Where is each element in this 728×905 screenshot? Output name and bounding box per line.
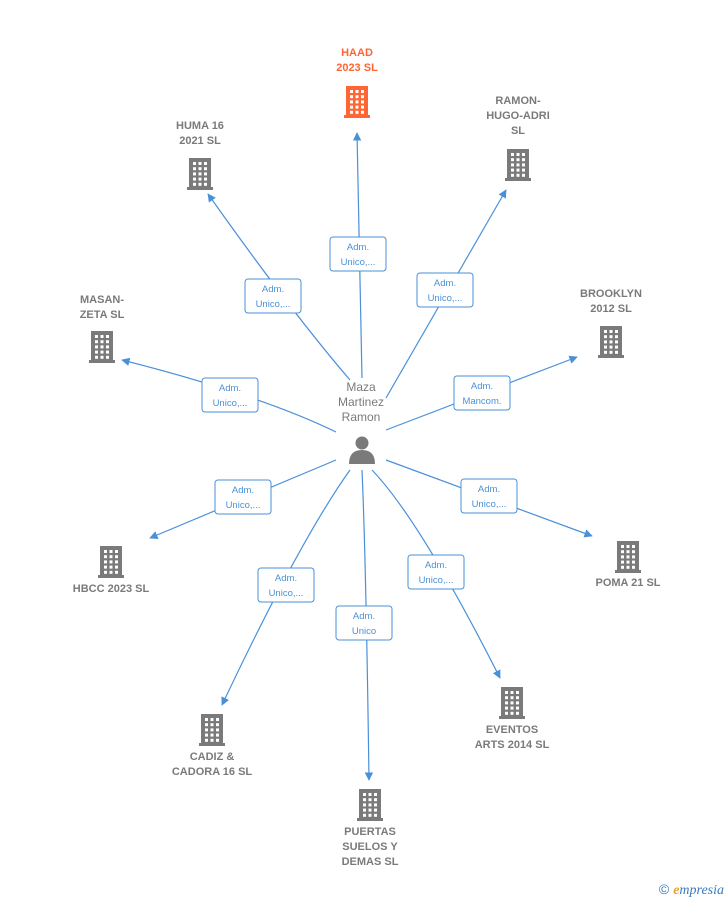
edge-ramon-hugo-adri: Adm. Unico,... [385,189,507,399]
edge-label-text: Adm. [262,284,284,295]
company-node-puertas[interactable]: PUERTAS SUELOS Y DEMAS SL [342,789,399,868]
edge-label-text: Unico,... [341,257,376,268]
company-name[interactable]: HUGO-ADRI [486,110,550,122]
company-name[interactable]: CADORA 16 SL [172,766,253,778]
edge-label-text: Adm. [434,278,456,289]
company-name[interactable]: 2012 SL [590,303,632,315]
building-icon[interactable] [199,714,225,746]
company-name[interactable]: SL [511,125,525,137]
company-name[interactable]: BROOKLYN [580,288,642,300]
company-name[interactable]: RAMON- [495,95,541,107]
edge-label-text: Unico,... [226,500,261,511]
company-name[interactable]: DEMAS SL [342,856,399,868]
edge-label-text: Unico,... [269,588,304,599]
building-icon[interactable] [615,541,641,573]
company-node-cadiz[interactable]: CADIZ & CADORA 16 SL [172,714,253,778]
edge-line [371,469,501,679]
company-name[interactable]: CADIZ & [190,751,235,763]
company-name[interactable]: 2023 SL [336,62,378,74]
company-name[interactable]: EVENTOS [486,724,538,736]
edge-haad: Adm. Unico,... [329,132,387,379]
company-node-brooklyn[interactable]: BROOKLYN 2012 SL [580,288,642,358]
edge-puertas: Adm. Unico [335,469,393,781]
company-name[interactable]: 2021 SL [179,135,221,147]
company-name[interactable]: HAAD [341,47,373,59]
company-name[interactable]: POMA 21 SL [596,577,661,589]
edge-label-text: Adm. [425,560,447,571]
edge-line [361,469,374,781]
company-node-ramon-hugo-adri[interactable]: RAMON- HUGO-ADRI SL [486,95,550,181]
building-icon[interactable] [499,687,525,719]
company-node-hbcc[interactable]: HBCC 2023 SL [73,546,150,595]
copyright-brand: ©empresia [659,881,724,899]
edge-label-text: Adm. [353,611,375,622]
edge-label-text: Adm. [219,383,241,394]
brand-initial: e [673,883,680,898]
company-node-haad[interactable]: HAAD 2023 SL [336,47,378,118]
edge-label-text: Adm. [232,485,254,496]
edge-label-text: Adm. [478,484,500,495]
company-node-huma[interactable]: HUMA 16 2021 SL [176,120,224,190]
edge-label-puertas[interactable]: Adm. Unico [335,605,393,641]
edge-masan-zeta: Adm. Unico,... [121,357,337,433]
company-node-poma[interactable]: POMA 21 SL [596,541,661,589]
brand-name: mpresia [679,883,724,898]
edge-label-text: Adm. [347,242,369,253]
company-name[interactable]: ARTS 2014 SL [475,739,550,751]
edge-cadiz: Adm. Unico,... [221,469,351,706]
company-name[interactable]: ZETA SL [80,309,125,321]
person-name[interactable]: Ramon [342,410,381,424]
edge-label-haad[interactable]: Adm. Unico,... [329,236,387,272]
edge-poma: Adm. Unico,... [385,459,593,538]
copyright-icon: © [658,881,670,897]
edge-label-text: Unico,... [472,499,507,510]
edge-label-text: Unico,... [428,293,463,304]
building-icon[interactable] [357,789,383,821]
building-icon[interactable] [344,86,370,118]
edge-line [352,132,363,379]
edge-label-text: Unico,... [213,398,248,409]
edge-brooklyn: Adm. Mancom. [385,355,578,431]
edge-label-eventos[interactable]: Adm. Unico,... [407,554,465,590]
person-icon[interactable] [349,436,375,465]
edge-label-text: Adm. [471,381,493,392]
person-name[interactable]: Martinez [338,395,384,409]
edge-label-masan-zeta[interactable]: Adm. Unico,... [201,377,259,413]
building-icon[interactable] [187,158,213,190]
company-name[interactable]: HBCC 2023 SL [73,583,150,595]
company-name[interactable]: HUMA 16 [176,120,224,132]
edge-label-text: Unico [352,626,376,637]
edge-label-cadiz[interactable]: Adm. Unico,... [257,567,315,603]
building-icon[interactable] [505,149,531,181]
edge-label-poma[interactable]: Adm. Unico,... [460,478,518,514]
edge-label-ramon-hugo-adri[interactable]: Adm. Unico,... [416,272,474,308]
company-name[interactable]: SUELOS Y [342,841,398,853]
edge-label-huma[interactable]: Adm. Unico,... [244,278,302,314]
edge-eventos: Adm. Unico,... [371,469,501,679]
edge-label-text: Unico,... [256,299,291,310]
edge-hbcc: Adm. Unico,... [149,459,337,539]
edge-label-text: Adm. [275,573,297,584]
person-name[interactable]: Maza [346,380,376,394]
building-icon[interactable] [98,546,124,578]
company-node-masan-zeta[interactable]: MASAN- ZETA SL [80,294,125,363]
company-node-eventos[interactable]: EVENTOS ARTS 2014 SL [475,687,550,751]
edge-label-hbcc[interactable]: Adm. Unico,... [214,479,272,515]
company-name[interactable]: PUERTAS [344,826,396,838]
edge-label-text: Unico,... [419,575,454,586]
company-name[interactable]: MASAN- [80,294,124,306]
edge-huma: Adm. Unico,... [207,193,351,381]
building-icon[interactable] [598,326,624,358]
edge-label-text: Mancom. [462,396,501,407]
edge-line [221,469,351,706]
edge-label-brooklyn[interactable]: Adm. Mancom. [453,375,511,411]
building-icon[interactable] [89,331,115,363]
